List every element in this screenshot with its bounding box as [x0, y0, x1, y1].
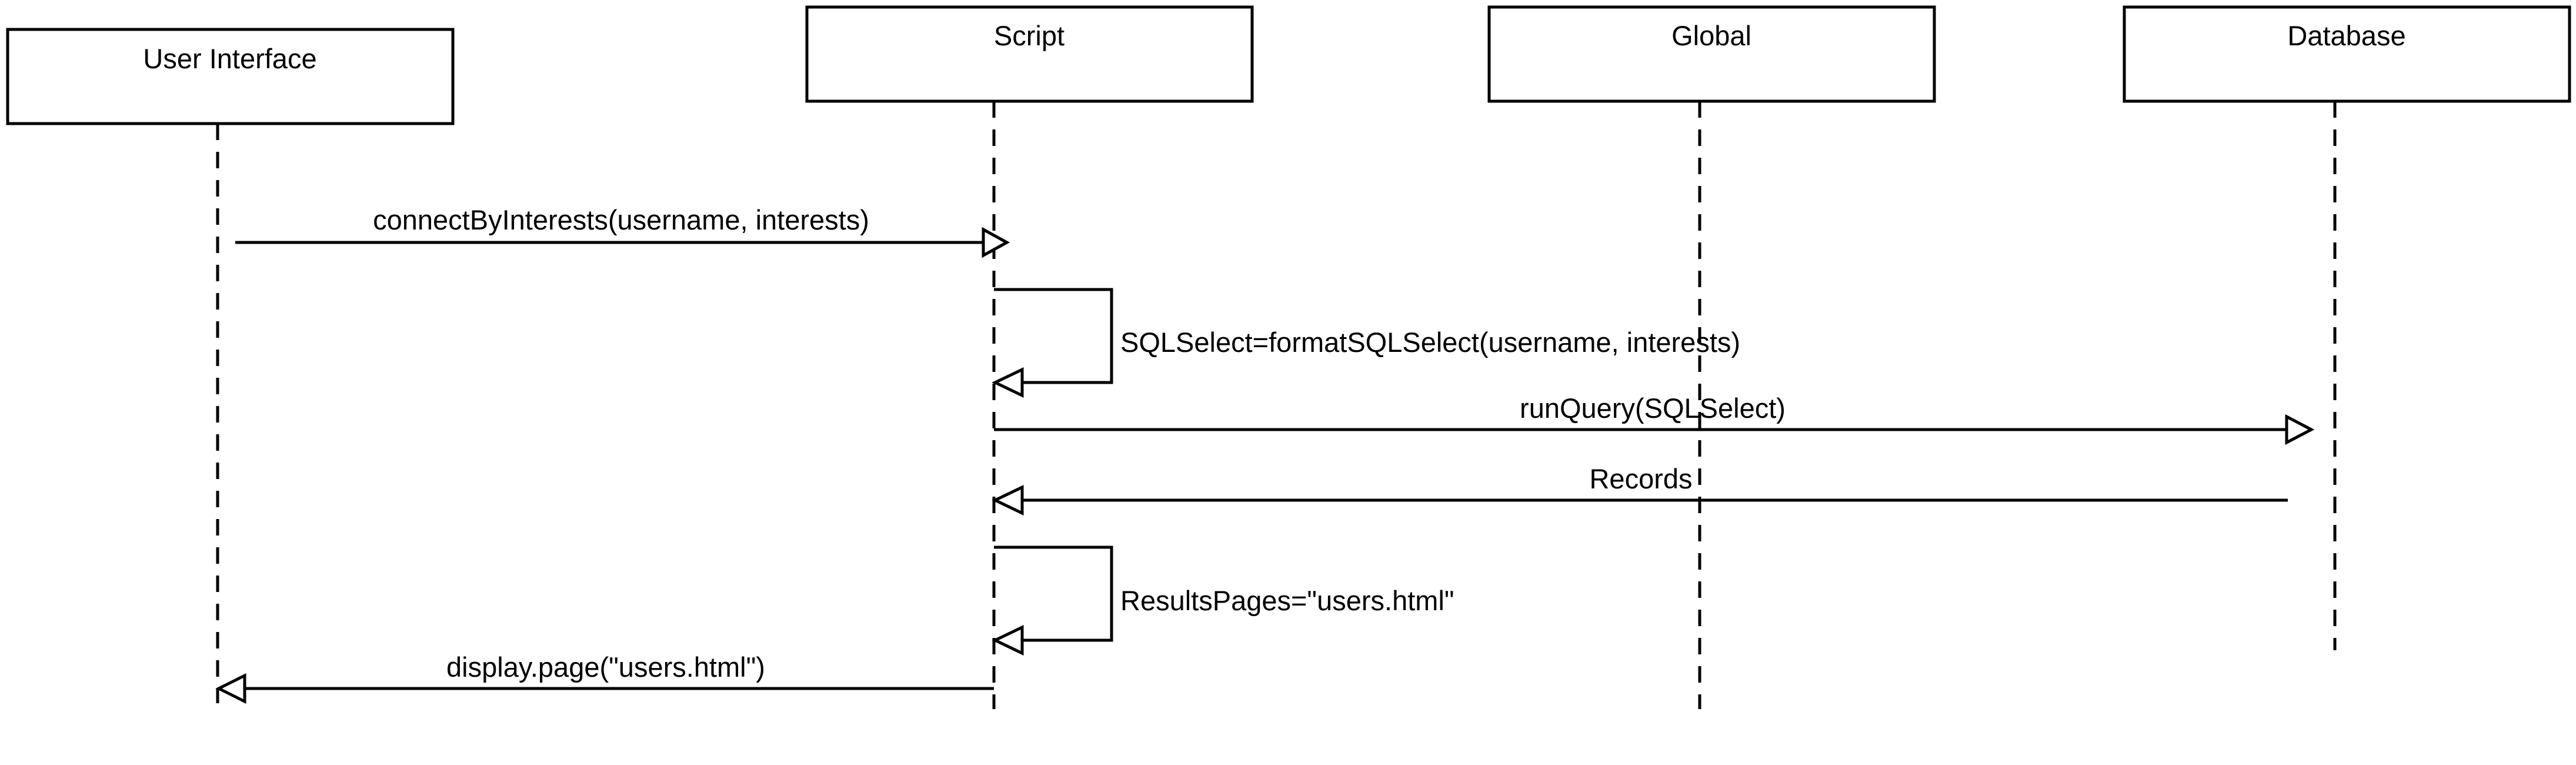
message-results-pages: ResultsPages="users.html" [992, 546, 1454, 656]
message-display-page: display.page("users.html") [215, 651, 994, 704]
participant-label: Database [2287, 20, 2405, 51]
participant-label: Global [1671, 20, 1751, 51]
message-label: runQuery(SQLSelect) [1520, 393, 1786, 424]
open-arrowhead-icon [215, 673, 246, 704]
message-line [994, 288, 1113, 384]
participant-label: Script [994, 20, 1065, 51]
message-format-sql-select: SQLSelect=formatSQLSelect(username, inte… [992, 288, 1740, 398]
participant-box [1487, 5, 1936, 103]
message-connect-by-interests: connectByInterests(username, interests) [235, 204, 1010, 258]
message-records: Records [992, 463, 2288, 515]
message-label: Records [1589, 463, 1692, 494]
participant-global[interactable]: Global [1487, 5, 1936, 103]
message-label: display.page("users.html") [446, 651, 765, 683]
message-line [994, 546, 1113, 642]
open-arrowhead-icon [992, 485, 1024, 515]
message-run-query: runQuery(SQLSelect) [994, 393, 2315, 445]
participant-database[interactable]: Database [2123, 5, 2571, 103]
participant-label: User Interface [143, 43, 316, 74]
participant-box [6, 28, 455, 125]
message-label: ResultsPages="users.html" [1120, 585, 1454, 616]
message-label: SQLSelect=formatSQLSelect(username, inte… [1120, 327, 1740, 358]
open-arrowhead-icon [2285, 414, 2315, 445]
participant-user-interface[interactable]: User Interface [6, 28, 455, 125]
participant-script[interactable]: Script [805, 5, 1254, 103]
participant-box [805, 5, 1254, 103]
open-arrowhead-icon [992, 367, 1024, 398]
open-arrowhead-icon [982, 227, 1010, 258]
open-arrowhead-icon [992, 625, 1024, 656]
message-label: connectByInterests(username, interests) [373, 204, 869, 235]
participant-box [2123, 5, 2571, 103]
